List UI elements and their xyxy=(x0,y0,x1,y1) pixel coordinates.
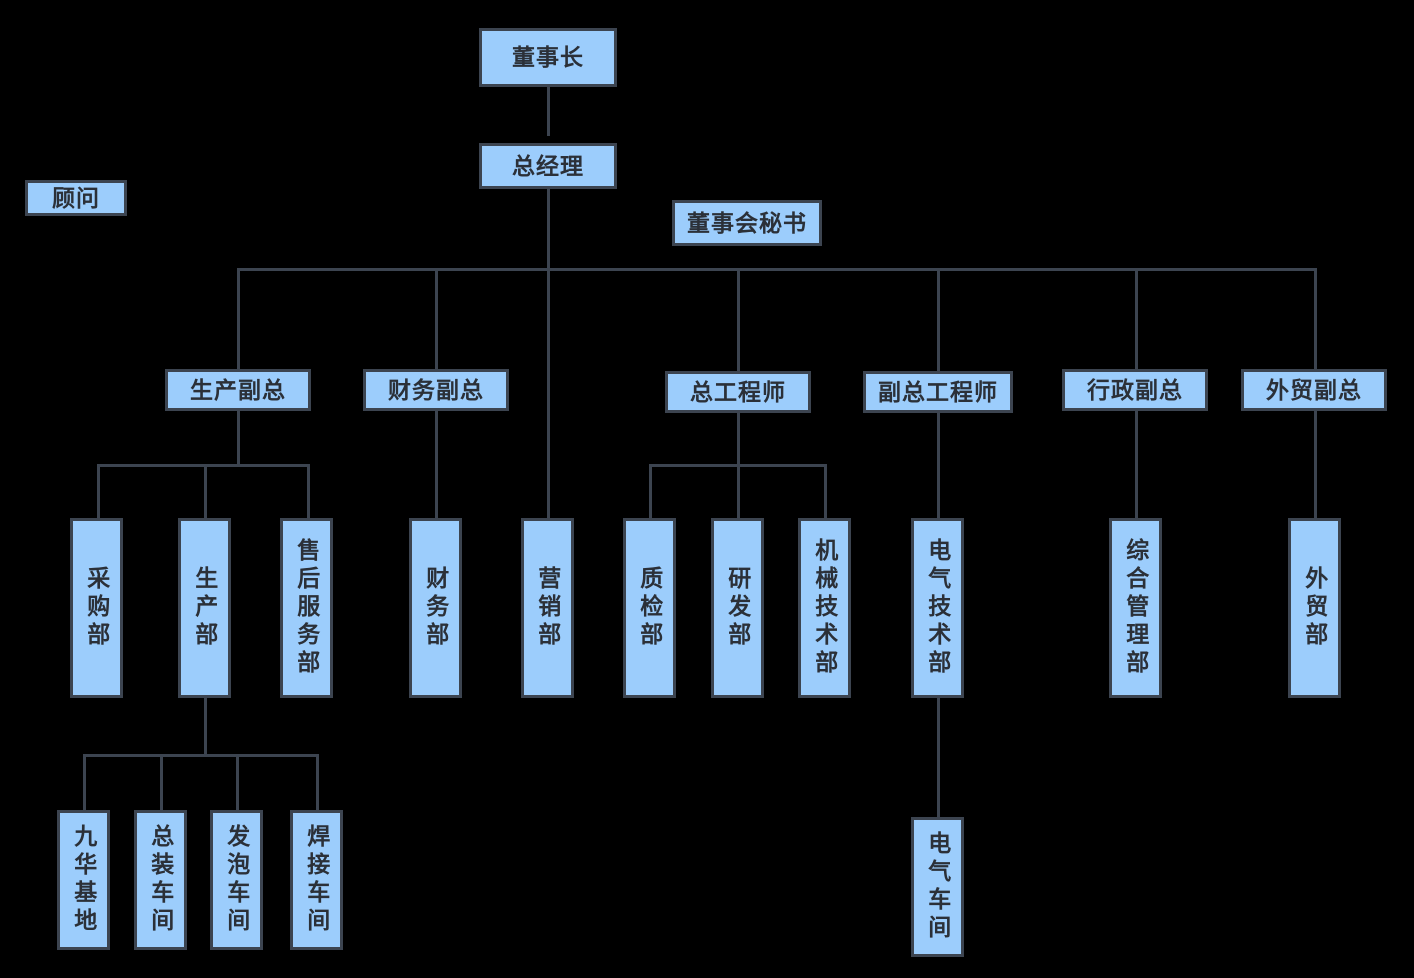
node-chief-engineer[interactable]: 总工程师 xyxy=(665,371,811,413)
node-dept-finance[interactable]: 财务部 xyxy=(409,518,462,698)
edge-to-dept-foreign-trade xyxy=(1314,411,1317,518)
edge-bus-to-vp-foreign-trade xyxy=(1314,268,1317,369)
edge-vp-production-stem xyxy=(237,411,240,467)
node-vp-production[interactable]: 生产副总 xyxy=(165,369,311,411)
node-dept-foreign-trade[interactable]: 外贸部 xyxy=(1288,518,1341,698)
edge-bus-to-vp-production xyxy=(237,268,240,369)
node-ws-welding[interactable]: 焊接车间 xyxy=(290,810,343,950)
edge-to-dept-production xyxy=(204,464,207,518)
node-ws-jiuhua-base[interactable]: 九华基地 xyxy=(57,810,110,950)
node-chairman[interactable]: 董事长 xyxy=(479,28,617,87)
node-dept-elec-tech[interactable]: 电气技术部 xyxy=(911,518,964,698)
edge-to-dept-general-admin xyxy=(1135,411,1138,518)
edge-to-ws-welding xyxy=(316,754,319,810)
edge-bus-to-chief-engineer xyxy=(737,268,740,371)
edge-to-dept-purchasing xyxy=(97,464,100,518)
edge-to-dept-finance xyxy=(435,411,438,518)
edge-to-ws-electrical xyxy=(937,698,940,817)
node-dept-purchasing[interactable]: 采购部 xyxy=(70,518,123,698)
node-advisor[interactable]: 顾问 xyxy=(25,180,127,216)
node-dept-quality[interactable]: 质检部 xyxy=(623,518,676,698)
node-vp-foreign-trade[interactable]: 外贸副总 xyxy=(1241,369,1387,411)
node-dept-after-sales[interactable]: 售后服务部 xyxy=(280,518,333,698)
edge-to-ws-assembly xyxy=(160,754,163,810)
edge-to-ws-foaming xyxy=(236,754,239,810)
edge-vp-production-bus xyxy=(97,464,310,467)
edge-to-dept-rd xyxy=(737,464,740,518)
node-dept-mech-tech[interactable]: 机械技术部 xyxy=(798,518,851,698)
edge-workshop-bus xyxy=(83,754,319,757)
edge-chief-engineer-stem xyxy=(737,413,740,467)
node-dept-general-admin[interactable]: 综合管理部 xyxy=(1109,518,1162,698)
edge-dept-production-stem xyxy=(204,698,207,756)
edge-to-ws-jiuhua-base xyxy=(83,754,86,810)
edge-chairman-to-gm xyxy=(547,87,550,136)
node-ws-foaming[interactable]: 发泡车间 xyxy=(210,810,263,950)
node-deputy-chief-engineer[interactable]: 副总工程师 xyxy=(863,371,1013,413)
edge-bus-to-deputy-chief-engineer xyxy=(937,268,940,371)
edge-bus-to-vp-administration xyxy=(1135,268,1138,369)
edge-to-dept-elec-tech xyxy=(937,413,940,518)
edge-to-dept-after-sales xyxy=(307,464,310,518)
node-dept-rd[interactable]: 研发部 xyxy=(711,518,764,698)
node-dept-production[interactable]: 生产部 xyxy=(178,518,231,698)
node-ws-assembly[interactable]: 总装车间 xyxy=(134,810,187,950)
node-vp-finance[interactable]: 财务副总 xyxy=(363,369,509,411)
node-dept-marketing[interactable]: 营销部 xyxy=(521,518,574,698)
node-board-secretary[interactable]: 董事会秘书 xyxy=(672,200,822,246)
node-ws-electrical[interactable]: 电气车间 xyxy=(911,817,964,957)
node-general-manager[interactable]: 总经理 xyxy=(479,143,617,189)
edge-gm-trunk xyxy=(547,189,550,519)
edge-to-dept-mech-tech xyxy=(824,464,827,518)
edge-bus-to-vp-finance xyxy=(435,268,438,369)
node-vp-administration[interactable]: 行政副总 xyxy=(1062,369,1208,411)
edge-to-dept-quality xyxy=(649,464,652,518)
edge-main-bus xyxy=(237,268,1315,271)
